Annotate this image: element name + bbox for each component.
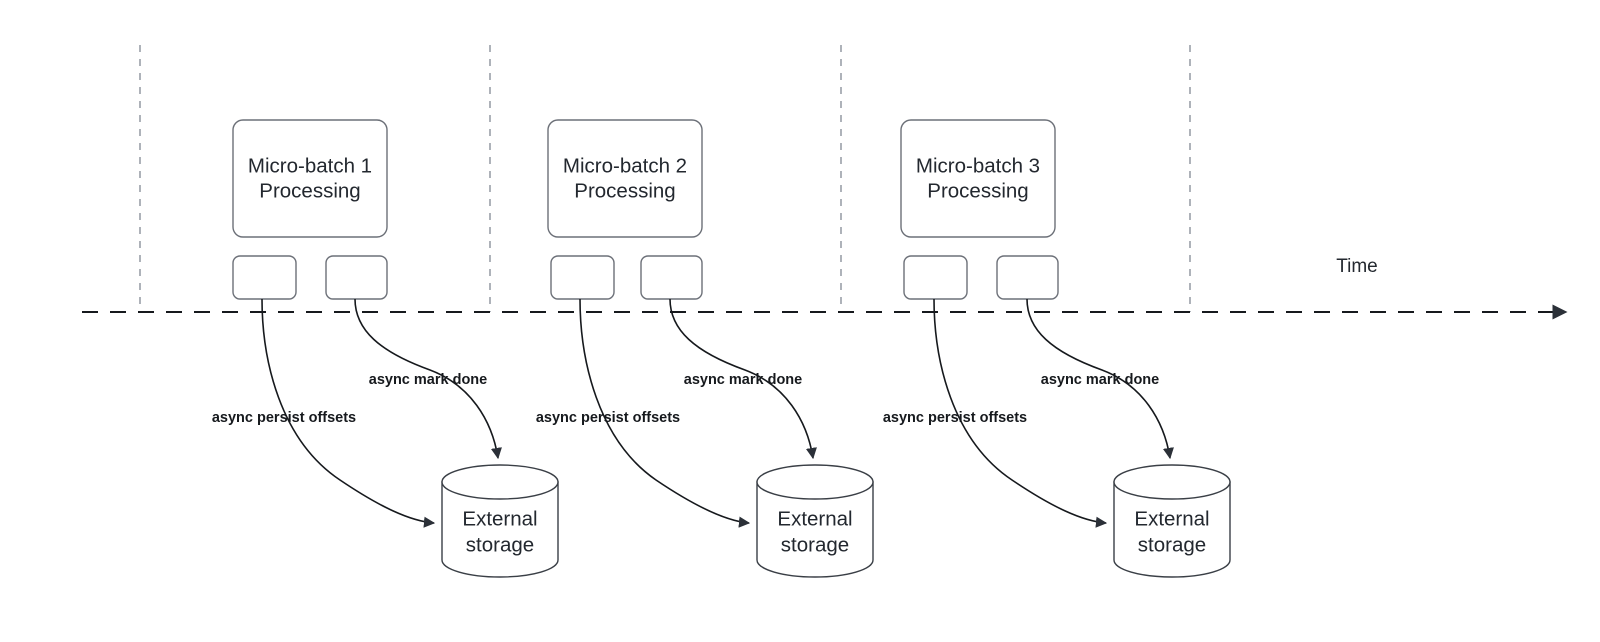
- micro-batch-3-task-box-right[interactable]: [996, 255, 1059, 300]
- async-persist-offsets-edge-2: [579, 298, 751, 528]
- async-persist-offsets-label-3: async persist offsets: [883, 410, 1027, 426]
- micro-batch-2-task-box-right[interactable]: [640, 255, 703, 300]
- micro-batch-1-task-box-left[interactable]: [232, 255, 297, 300]
- micro-batch-1-box[interactable]: [232, 119, 388, 238]
- time-axis-label: Time: [1336, 256, 1378, 277]
- tick-lines-group: [139, 45, 1191, 312]
- async-persist-offsets-edge-1: [261, 298, 436, 528]
- async-persist-offsets-edge-3: [933, 298, 1108, 528]
- external-storage-1-label-line1: External: [462, 507, 537, 530]
- micro-batch-2-label-line2: Processing: [574, 179, 675, 202]
- async-persist-offsets-label-1: async persist offsets: [212, 410, 356, 426]
- micro-batch-1-label-line2: Processing: [259, 179, 360, 202]
- async-mark-done-edge-3: [1026, 298, 1174, 460]
- micro-batch-3-label-line1: Micro-batch 3: [916, 154, 1040, 177]
- micro-batch-3-label-line2: Processing: [927, 179, 1028, 202]
- micro-batch-1-label-line1: Micro-batch 1: [248, 154, 372, 177]
- external-storage-3-label-line1: External: [1134, 507, 1209, 530]
- micro-batch-2-label-line1: Micro-batch 2: [563, 154, 687, 177]
- micro-batch-group-3: Micro-batch 3 Processing async persist o…: [883, 119, 1231, 578]
- async-mark-done-label-1: async mark done: [369, 372, 487, 388]
- async-mark-done-edge-1: [354, 298, 502, 460]
- external-storage-2-label-line1: External: [777, 507, 852, 530]
- external-storage-1[interactable]: [441, 464, 559, 578]
- external-storage-3[interactable]: [1113, 464, 1231, 578]
- micro-batch-2-task-box-left[interactable]: [550, 255, 615, 300]
- micro-batch-group-1: Micro-batch 1 Processing async persist o…: [212, 119, 559, 578]
- external-storage-2[interactable]: [756, 464, 874, 578]
- micro-batch-1-task-box-right[interactable]: [325, 255, 388, 300]
- async-mark-done-edge-2: [669, 298, 817, 460]
- external-storage-2-label-line2: storage: [781, 533, 849, 556]
- micro-batch-3-task-box-left[interactable]: [903, 255, 968, 300]
- external-storage-1-label-line2: storage: [466, 533, 534, 556]
- async-mark-done-label-2: async mark done: [684, 372, 802, 388]
- async-persist-offsets-label-2: async persist offsets: [536, 410, 680, 426]
- async-mark-done-label-3: async mark done: [1041, 372, 1159, 388]
- micro-batch-3-box[interactable]: [900, 119, 1056, 238]
- micro-batch-group-2: Micro-batch 2 Processing async persist o…: [536, 119, 874, 578]
- micro-batch-2-box[interactable]: [547, 119, 703, 238]
- external-storage-3-label-line2: storage: [1138, 533, 1206, 556]
